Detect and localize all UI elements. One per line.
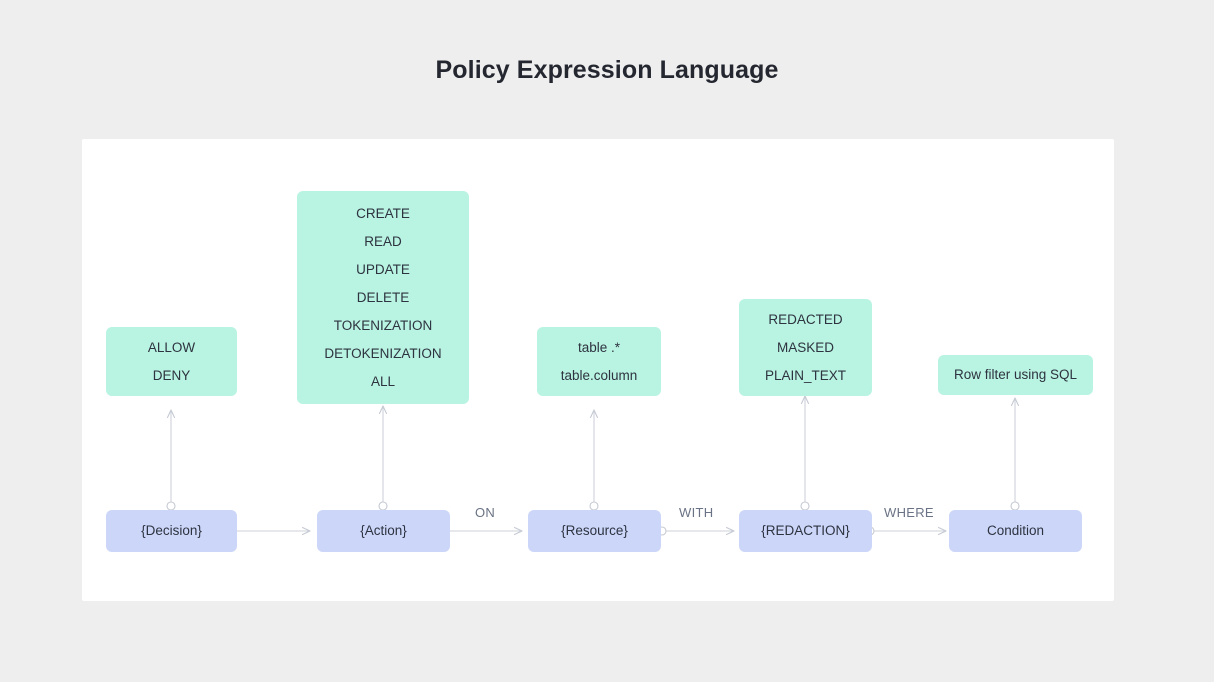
node-label: {Resource} <box>561 523 628 538</box>
node-decision-options[interactable]: ALLOW DENY <box>106 327 237 396</box>
diagram-canvas: ALLOW DENY CREATE READ UPDATE DELETE TOK… <box>82 139 1114 601</box>
option-item: MASKED <box>776 339 834 355</box>
option-item: table .* <box>577 339 621 355</box>
edge-label-with: WITH <box>679 505 714 520</box>
edge-redaction-to-options <box>800 396 810 511</box>
edge-decision-to-options <box>166 410 176 511</box>
page-title: Policy Expression Language <box>435 56 779 84</box>
node-label: {Action} <box>360 523 407 538</box>
edge-redaction-to-condition <box>865 526 946 536</box>
node-redaction[interactable]: {REDACTION} <box>739 510 872 552</box>
edge-action-to-options <box>378 406 388 511</box>
edge-resource-to-redaction <box>657 526 734 536</box>
option-item: Row filter using SQL <box>953 367 1078 382</box>
option-item: DELETE <box>356 289 410 305</box>
node-redaction-options[interactable]: REDACTED MASKED PLAIN_TEXT <box>739 299 872 396</box>
node-label: {Decision} <box>141 523 202 538</box>
option-item: PLAIN_TEXT <box>764 367 847 383</box>
option-item: ALLOW <box>147 339 196 355</box>
option-item: TOKENIZATION <box>333 317 433 333</box>
edge-label-on: ON <box>475 505 496 520</box>
option-item: UPDATE <box>356 261 410 277</box>
node-condition-options[interactable]: Row filter using SQL <box>938 355 1093 395</box>
node-label: Condition <box>986 523 1045 538</box>
node-action-options[interactable]: CREATE READ UPDATE DELETE TOKENIZATION D… <box>297 191 469 404</box>
option-item: ALL <box>370 373 396 389</box>
node-action[interactable]: {Action} <box>317 510 450 552</box>
diagram-container: ALLOW DENY CREATE READ UPDATE DELETE TOK… <box>82 139 1114 601</box>
node-resource[interactable]: {Resource} <box>528 510 661 552</box>
node-decision[interactable]: {Decision} <box>106 510 237 552</box>
node-label: {REDACTION} <box>761 523 850 538</box>
option-item: table.column <box>560 367 638 383</box>
option-item: READ <box>364 233 402 249</box>
edge-resource-to-options <box>589 410 599 511</box>
option-item: CREATE <box>356 205 410 221</box>
option-item: DETOKENIZATION <box>324 345 442 361</box>
option-item: DENY <box>152 367 191 383</box>
option-item: REDACTED <box>768 311 843 327</box>
node-resource-options[interactable]: table .* table.column <box>537 327 661 396</box>
edge-condition-to-options <box>1010 398 1020 511</box>
edge-label-where: WHERE <box>884 505 934 520</box>
node-condition[interactable]: Condition <box>949 510 1082 552</box>
